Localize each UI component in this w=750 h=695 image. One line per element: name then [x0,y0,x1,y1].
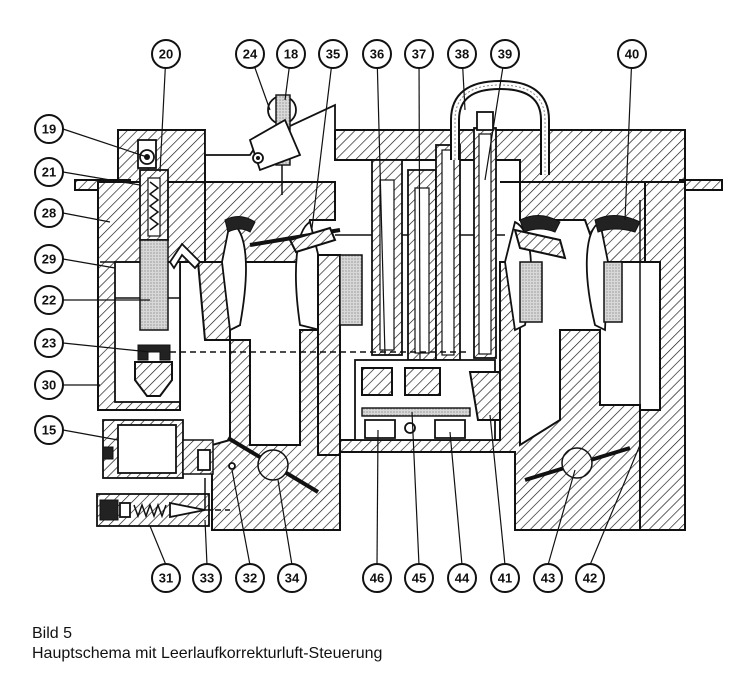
svg-text:24: 24 [243,47,258,62]
throttle-valves [226,436,631,494]
callout-21: 21 [34,157,64,187]
callout-43: 43 [533,563,563,593]
callout-32: 32 [235,563,265,593]
svg-text:44: 44 [455,571,470,586]
svg-text:28: 28 [42,206,56,221]
svg-text:46: 46 [370,571,384,586]
callout-40: 40 [617,39,647,69]
svg-text:43: 43 [541,571,555,586]
choke-assembly [204,94,505,254]
svg-text:23: 23 [42,336,56,351]
callout-31: 31 [151,563,181,593]
svg-text:41: 41 [498,571,512,586]
emulsion-wells [170,79,550,441]
svg-text:45: 45 [412,571,426,586]
svg-text:39: 39 [498,47,512,62]
callout-45: 45 [404,563,434,593]
idle-cutoff-solenoid [96,419,236,527]
callout-22: 22 [34,285,64,315]
callout-29: 29 [34,244,64,274]
callout-18: 18 [276,39,306,69]
svg-text:37: 37 [412,47,426,62]
svg-text:36: 36 [370,47,384,62]
svg-text:31: 31 [159,571,173,586]
callout-24: 24 [235,39,265,69]
svg-text:15: 15 [42,423,56,438]
callout-15: 15 [34,415,64,445]
callout-41: 41 [490,563,520,593]
svg-text:22: 22 [42,293,56,308]
svg-text:40: 40 [625,47,639,62]
svg-text:42: 42 [583,571,597,586]
svg-text:32: 32 [243,571,257,586]
callout-20: 20 [151,39,181,69]
svg-text:21: 21 [42,165,56,180]
callout-23: 23 [34,328,64,358]
svg-text:18: 18 [284,47,298,62]
svg-text:30: 30 [42,378,56,393]
figure-title: Hauptschema mit Leerlaufkorrekturluft-St… [32,645,383,662]
callout-46: 46 [362,563,392,593]
figure-number: Bild 5 [32,625,73,642]
svg-text:38: 38 [455,47,469,62]
callout-28: 28 [34,198,64,228]
callout-36: 36 [362,39,392,69]
svg-text:20: 20 [159,47,173,62]
callout-35: 35 [318,39,348,69]
callout-30: 30 [34,370,64,400]
callout-37: 37 [404,39,434,69]
svg-text:34: 34 [285,571,300,586]
callout-19: 19 [34,114,64,144]
callout-38: 38 [447,39,477,69]
callout-33: 33 [192,563,222,593]
svg-text:33: 33 [200,571,214,586]
carburetor-diagram: 20 24 18 35 36 37 38 39 40 19 21 28 29 2… [34,39,723,593]
callout-42: 42 [575,563,605,593]
callout-44: 44 [447,563,477,593]
secondary-throat [513,200,641,440]
svg-text:35: 35 [326,47,340,62]
svg-text:19: 19 [42,122,56,137]
figure-caption: Bild 5 Hauptschema mit Leerlaufkorrektur… [32,624,382,664]
float-chamber [100,139,205,403]
callout-39: 39 [490,39,520,69]
svg-text:29: 29 [42,252,56,267]
callout-34: 34 [277,563,307,593]
